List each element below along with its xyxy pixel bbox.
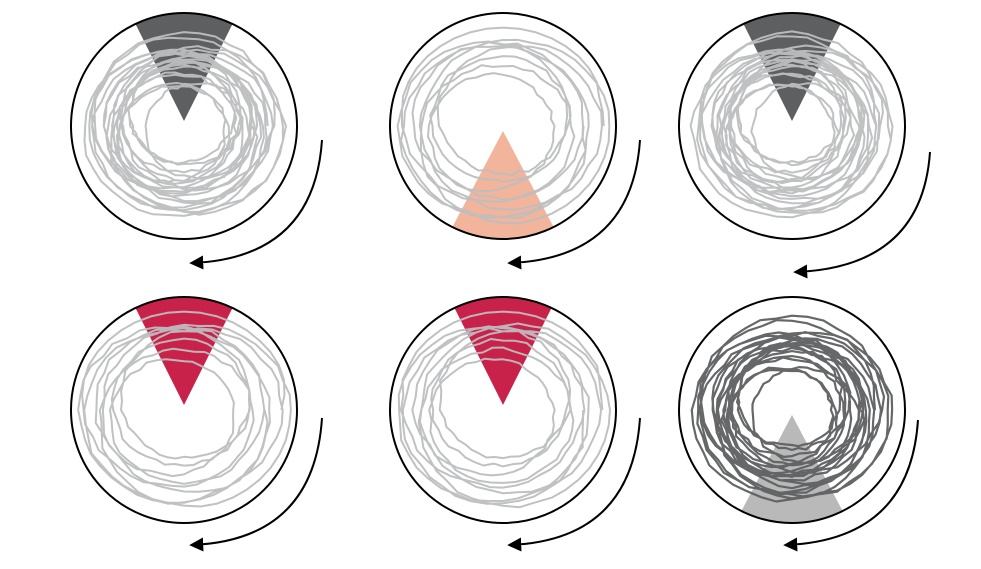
panel-top-right [678,12,931,279]
clockwise-arrow-icon [783,419,919,552]
zone-wedge [448,297,558,405]
arena-outline [678,12,906,240]
panel-bottom-middle [389,296,641,552]
trajectory-trace [397,310,611,509]
trajectory-trace [77,310,292,508]
arena-outline [70,12,298,240]
trajectory-trace [83,31,287,217]
clockwise-arrow-icon [189,417,323,552]
clockwise-arrow-icon [507,139,641,270]
clockwise-arrow-icon [793,151,931,279]
panel-bottom-right [678,296,919,552]
trajectory-trace [689,30,894,219]
panel-top-left [70,12,323,270]
panel-top-middle [389,12,641,270]
arena-outline [70,296,298,524]
arena-outline [389,12,617,240]
trajectory-trace [396,26,611,225]
clockwise-arrow-icon [507,417,641,552]
trajectory-trace [690,314,894,503]
clockwise-arrow-icon [189,139,323,270]
arena-outline [678,296,906,524]
panel-bottom-left [70,296,323,552]
arena-outline [389,296,617,524]
